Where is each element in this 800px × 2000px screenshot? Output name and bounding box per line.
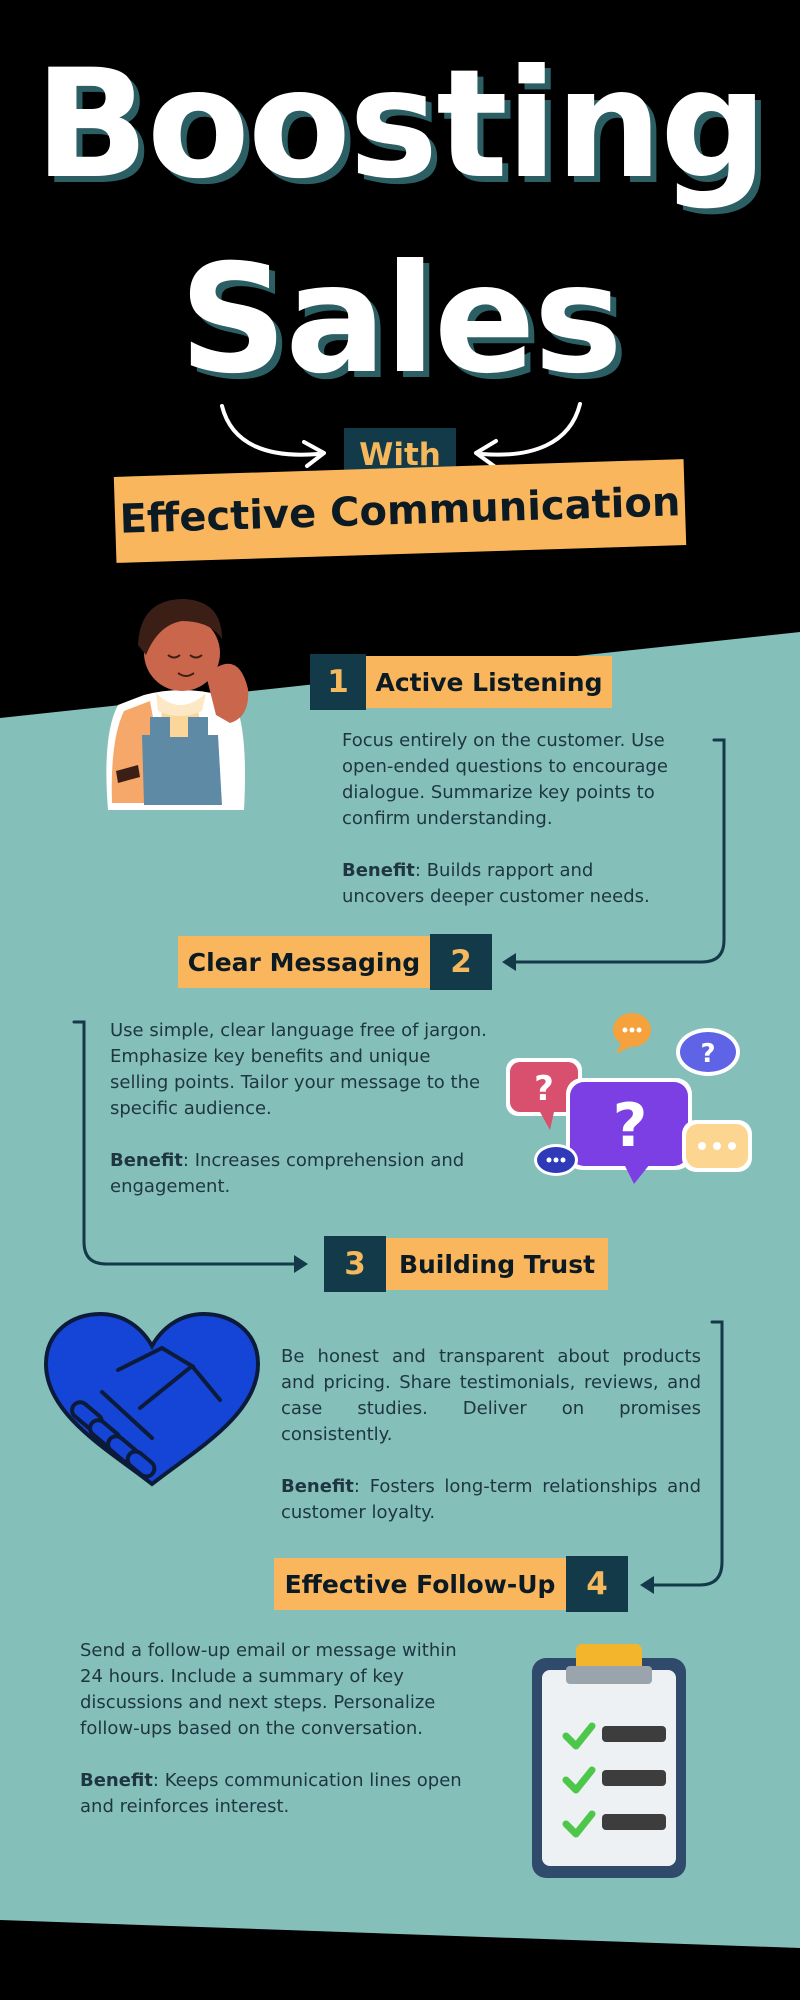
question-bubble-blue: ? (676, 1028, 740, 1076)
connector-2-3 (72, 1020, 302, 1266)
svg-text:?: ? (534, 1069, 554, 1109)
title-line-2: Sales (179, 233, 623, 407)
listening-person-icon (106, 599, 249, 810)
section-2-body: Use simple, clear language free of jargo… (110, 1020, 487, 1119)
section-2-number: 2 (430, 934, 492, 990)
section-4-benefit: Benefit: Keeps communication lines open … (80, 1770, 462, 1817)
section-1-number: 1 (310, 654, 366, 710)
speech-bubbles-icon: ? ? ? (506, 1013, 752, 1184)
svg-text:?: ? (613, 1091, 648, 1161)
section-1-body: Focus entirely on the customer. Use open… (342, 730, 668, 829)
small-orange-bubble (613, 1013, 651, 1054)
section-3-body: Be honest and transparent about products… (281, 1346, 701, 1445)
section-1-text: Focus entirely on the customer. Use open… (342, 728, 672, 910)
section-2-heading: Clear Messaging (178, 936, 430, 988)
section-3-text: Be honest and transparent about products… (281, 1344, 701, 1526)
section-4-body: Send a follow-up email or message within… (80, 1640, 457, 1739)
question-bubble-purple: ? (566, 1078, 692, 1184)
question-bubble-pink: ? (506, 1058, 582, 1130)
section-4-number: 4 (566, 1556, 628, 1612)
section-3-heading: Building Trust (386, 1238, 608, 1290)
handshake-heart-icon (43, 1312, 261, 1487)
section-2-text: Use simple, clear language free of jargo… (110, 1018, 488, 1200)
section-4-text: Send a follow-up email or message within… (80, 1638, 484, 1820)
section-3-benefit: Benefit: Fosters long-term relationships… (281, 1476, 701, 1523)
section-3-number: 3 (324, 1236, 386, 1292)
title-arrows (220, 402, 582, 468)
title-line-1: Boosting (34, 38, 768, 212)
left-curved-arrow (220, 404, 320, 457)
ellipsis-bubble-navy (534, 1144, 578, 1176)
svg-text:?: ? (700, 1039, 715, 1069)
checklist-rows (562, 1722, 666, 1838)
ellipsis-bubble-yellow (682, 1120, 752, 1172)
clipboard-checklist-icon (532, 1644, 686, 1878)
section-2-benefit: Benefit: Increases comprehension and eng… (110, 1150, 465, 1197)
connector-1-2 (508, 738, 726, 964)
connector-3-4 (646, 1320, 724, 1587)
section-1-heading: Active Listening (366, 656, 612, 708)
section-4-heading: Effective Follow-Up (274, 1558, 566, 1610)
right-curved-arrow (480, 402, 582, 457)
section-1-benefit: Benefit: Builds rapport and uncovers dee… (342, 860, 650, 907)
